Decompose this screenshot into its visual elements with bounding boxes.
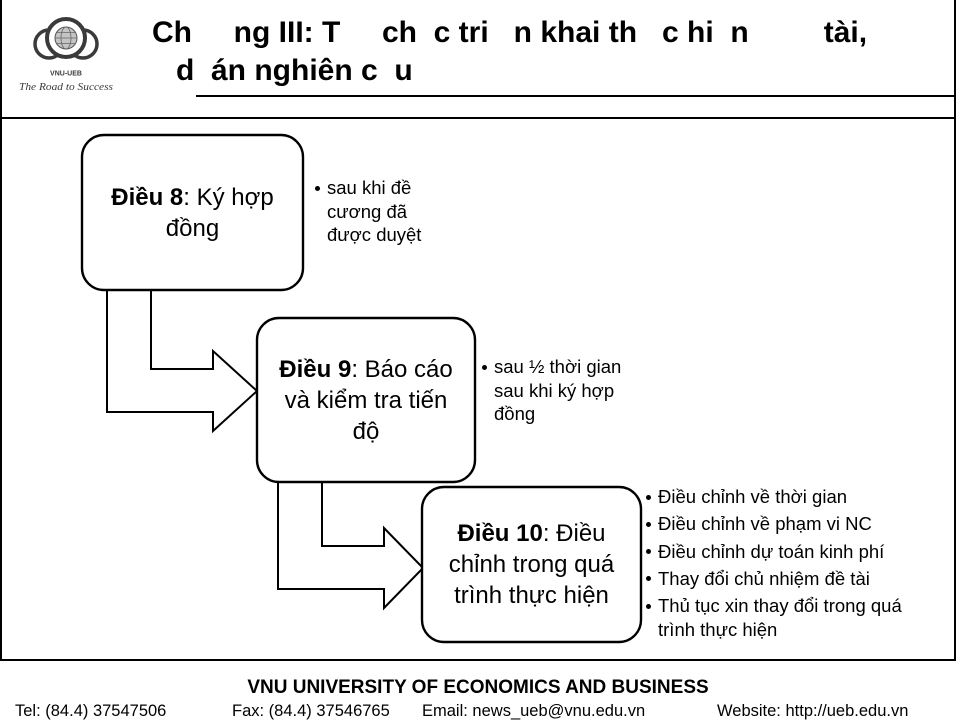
step-9-notes: sau ½ thời gian sau khi ký hợp đồng xyxy=(481,355,636,429)
footer-email: Email: news_ueb@vnu.edu.vn xyxy=(422,702,646,720)
step-8-notes: sau khi đề cương đã được duyệt xyxy=(314,176,435,250)
step-9-label: Điều 9: Báo cáo và kiểm tra tiến độ xyxy=(257,318,475,482)
step-8-article: Điều 8 xyxy=(111,183,184,211)
slide-title-line-2: d án nghiên c u xyxy=(176,54,413,87)
footer-fax: Fax: (84.4) 37546765 xyxy=(232,702,390,720)
content-frame-bottom-line xyxy=(0,659,956,661)
bullet-icon xyxy=(646,494,651,500)
step-box-dieu-8 xyxy=(80,133,305,292)
note-item: Thủ tục xin thay đổi trong quá trình thự… xyxy=(645,594,920,641)
note-item: Điều chỉnh về thời gian xyxy=(645,485,920,509)
university-logo: VNU-UEB The Road to Success xyxy=(19,17,113,93)
step-10-article: Điều 10 xyxy=(457,520,543,547)
bullet-icon xyxy=(646,521,651,527)
bullet-icon xyxy=(646,576,651,582)
step-8-line-2: đồng xyxy=(165,214,220,242)
bullet-icon xyxy=(315,185,320,191)
bent-arrow-step-9-to-10 xyxy=(277,478,425,611)
bent-arrow-step-8-to-9 xyxy=(106,285,259,434)
note-item: Điều chỉnh về phạm vi NC xyxy=(645,512,920,536)
slide-left-border xyxy=(0,0,2,661)
step-10-line-1: Điều 10: Điều xyxy=(457,518,605,549)
step-10-line-3: trình thực hiện xyxy=(454,582,609,609)
step-8-title: : Ký hợp xyxy=(183,183,274,211)
step-10-line-2: chỉnh trong quá xyxy=(448,551,615,578)
slide-title-line-1: Ch ng III: T ch c tri n khai th c hi n t… xyxy=(152,16,868,49)
step-9-article: Điều 9 xyxy=(279,355,352,383)
step-box-dieu-9 xyxy=(255,316,477,484)
step-box-dieu-10 xyxy=(420,485,643,644)
step-10-title: : Điều xyxy=(542,520,606,547)
note-text: Thủ tục xin thay đổi trong quá trình thự… xyxy=(658,595,902,640)
step-9-title: : Báo cáo xyxy=(351,355,453,383)
note-item: sau khi đề cương đã được duyệt xyxy=(314,176,435,247)
footer-phone: Tel: (84.4) 37547506 xyxy=(15,702,167,720)
logo-motto: The Road to Success xyxy=(19,82,113,93)
note-text: Điều chỉnh dự toán kinh phí xyxy=(658,540,885,562)
step-9-line-2: và kiểm tra tiến xyxy=(284,386,448,414)
logo-acronym: VNU-UEB xyxy=(50,71,82,78)
note-text: sau ½ thời gian sau khi ký hợp đồng xyxy=(494,356,622,424)
note-item: sau ½ thời gian sau khi ký hợp đồng xyxy=(481,355,636,426)
note-text: sau khi đề cương đã được duyệt xyxy=(327,177,422,245)
slide-right-border xyxy=(954,0,956,661)
content-frame-top-line xyxy=(0,117,956,119)
step-10-notes: Điều chỉnh về thời gian Điều chỉnh về ph… xyxy=(645,485,920,645)
globe-icon xyxy=(54,26,78,50)
title-underline xyxy=(196,95,956,97)
step-9-line-3: độ xyxy=(352,417,380,445)
note-item: Thay đổi chủ nhiệm đề tài xyxy=(645,567,920,591)
step-8-line-1: Điều 8: Ký hợp xyxy=(111,182,273,213)
note-text: Điều chỉnh về phạm vi NC xyxy=(658,513,872,535)
step-10-label: Điều 10: Điều chỉnh trong quá trình thực… xyxy=(422,487,641,642)
footer-website: Website: http://ueb.edu.vn xyxy=(717,702,909,720)
note-item: Điều chỉnh dự toán kinh phí xyxy=(645,540,920,564)
bullet-icon xyxy=(646,603,651,609)
note-text: Thay đổi chủ nhiệm đề tài xyxy=(658,567,870,589)
bullet-icon xyxy=(482,364,487,370)
bullet-icon xyxy=(646,549,651,554)
footer-institution-name: VNU UNIVERSITY OF ECONOMICS AND BUSINESS xyxy=(247,677,709,698)
step-8-label: Điều 8: Ký hợp đồng xyxy=(82,135,303,290)
note-text: Điều chỉnh về thời gian xyxy=(658,486,848,507)
step-9-line-1: Điều 9: Báo cáo xyxy=(279,354,452,385)
